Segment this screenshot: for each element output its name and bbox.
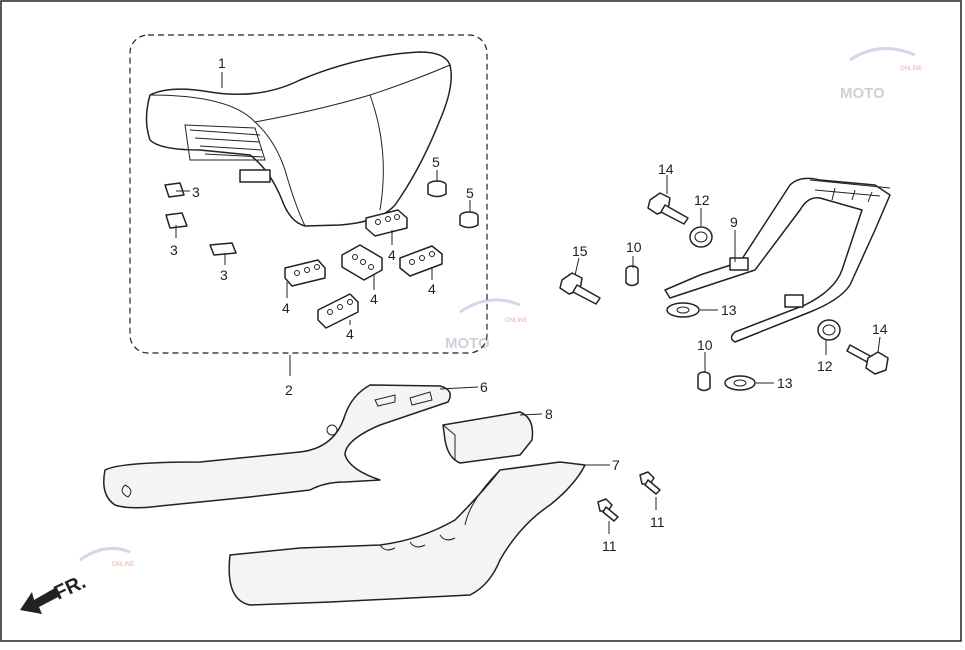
- callout-11: 11: [650, 514, 665, 530]
- seat: [145, 51, 452, 227]
- svg-text:ONLINE: ONLINE: [505, 318, 527, 324]
- callout-4: 4: [282, 300, 290, 316]
- callout-11: 11: [602, 538, 617, 554]
- callout-10: 10: [697, 337, 713, 353]
- bolt-14-top: [647, 192, 689, 225]
- collar-10-top: [625, 265, 639, 287]
- callout-12: 12: [817, 358, 833, 374]
- screw-11-right: [639, 471, 661, 495]
- spacer-12-top: [689, 226, 713, 248]
- callout-4: 4: [388, 247, 396, 263]
- callout-4: 4: [370, 291, 378, 307]
- washer-13-top: [666, 302, 700, 318]
- callout-7: 7: [612, 457, 620, 473]
- side-cover-right: [228, 461, 586, 606]
- cushion-4a: [365, 209, 408, 237]
- clip-3a: [164, 182, 185, 198]
- callout-15: 15: [572, 243, 588, 259]
- cushion-4c: [399, 245, 443, 277]
- callout-2: 2: [285, 382, 293, 398]
- cushion-4d: [284, 259, 326, 287]
- cushion-4e: [317, 293, 359, 329]
- svg-text:ONLINE: ONLINE: [900, 66, 922, 72]
- callout-13: 13: [721, 302, 737, 318]
- callout-14: 14: [658, 161, 674, 177]
- seat-assembly-boundary: [129, 34, 488, 354]
- rubber-stop-5a: [427, 180, 447, 198]
- callout-10: 10: [626, 239, 642, 255]
- leader-lines: [175, 72, 881, 534]
- bolt-14-bottom: [846, 344, 889, 375]
- bolt-15: [559, 272, 601, 305]
- washer-13-bottom: [724, 375, 756, 391]
- tail-piece: [442, 411, 534, 464]
- callout-6: 6: [480, 379, 488, 395]
- callout-4: 4: [346, 326, 354, 342]
- callout-labels: 1 2 3 3 3 4 4 4 4 4 5 5 6 7 8 9 10 10 11…: [170, 55, 888, 554]
- clip-3c: [209, 242, 237, 256]
- svg-text:MOTO: MOTO: [445, 335, 490, 352]
- callout-3: 3: [220, 267, 228, 283]
- screw-11-left: [597, 498, 619, 522]
- callout-4: 4: [428, 281, 436, 297]
- front-direction-arrow: FR.: [20, 571, 89, 614]
- callout-8: 8: [545, 406, 553, 422]
- watermark-top-right: MOTO ONLINE: [840, 47, 922, 102]
- callout-13: 13: [777, 375, 793, 391]
- callout-14: 14: [872, 321, 888, 337]
- svg-text:ONLINE: ONLINE: [112, 562, 134, 568]
- callout-3: 3: [170, 242, 178, 258]
- svg-text:MOTO: MOTO: [840, 85, 885, 102]
- callout-12: 12: [694, 192, 710, 208]
- watermark-center: MOTO ONLINE: [445, 298, 527, 352]
- clip-3b: [165, 212, 188, 229]
- spacer-12-bottom: [817, 319, 841, 341]
- front-direction-label: FR.: [51, 571, 89, 605]
- rubber-stop-5b: [459, 211, 479, 229]
- watermark-bottom-left: ONLINE: [79, 546, 134, 568]
- callout-5: 5: [466, 185, 474, 201]
- cushion-4b: [341, 244, 383, 281]
- side-cover-left: [103, 384, 451, 509]
- callout-1: 1: [218, 55, 226, 71]
- callout-5: 5: [432, 154, 440, 170]
- collar-10-bottom: [697, 371, 711, 392]
- callout-3: 3: [192, 184, 200, 200]
- callout-9: 9: [730, 214, 738, 230]
